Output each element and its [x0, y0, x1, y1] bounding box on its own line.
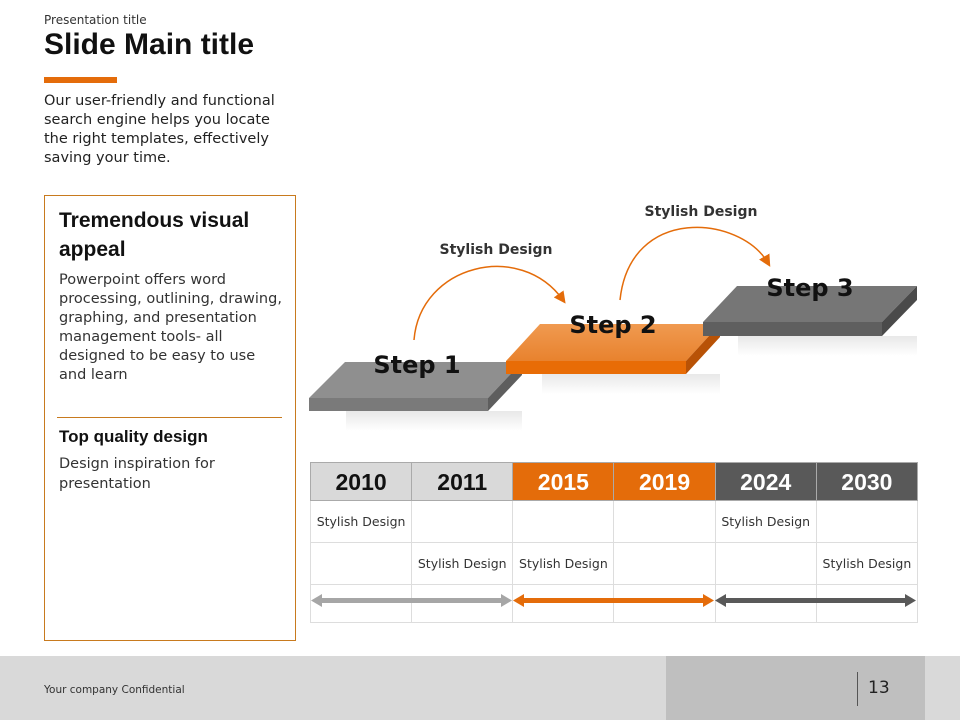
- cell: Stylish Design: [714, 500, 817, 543]
- divider: [57, 417, 282, 418]
- step-1-platform: [309, 362, 522, 431]
- cell: Stylish Design: [512, 542, 615, 585]
- cell: [714, 542, 817, 585]
- cell: [309, 542, 413, 585]
- cell: [613, 542, 716, 585]
- page-number: 13: [868, 678, 890, 698]
- cell: Stylish Design: [411, 542, 514, 585]
- slide-main-title: Slide Main title: [44, 28, 255, 61]
- box-body: Powerpoint offers word processing, outli…: [59, 272, 282, 383]
- arrow-row: [309, 584, 919, 623]
- year-row: 2010 2011 2015 2019 2024 2030: [309, 462, 919, 501]
- year-cell: 2015: [512, 462, 615, 501]
- cell: [613, 500, 716, 543]
- year-cell: 2030: [815, 462, 919, 501]
- confidential-text: Your company Confidential: [44, 684, 185, 696]
- footer-right-panel: [666, 656, 925, 720]
- arc-arrow-1: [413, 265, 566, 341]
- arc-label-2: Stylish Design: [645, 204, 758, 220]
- presentation-title: Presentation title: [44, 13, 147, 27]
- step-3-platform: [703, 286, 917, 356]
- year-cell: 2011: [411, 462, 514, 501]
- info-box: [44, 195, 296, 641]
- table-row: Stylish Design Stylish Design: [309, 500, 919, 543]
- cell: [815, 500, 919, 543]
- accent-bar: [44, 77, 117, 83]
- arc-arrow-2: [619, 226, 771, 301]
- cell: [512, 500, 615, 543]
- step-2-platform: [506, 324, 720, 394]
- year-cell: 2019: [613, 462, 716, 501]
- step-2-label: Step 2: [569, 311, 656, 339]
- table-row: Stylish Design Stylish Design Stylish De…: [309, 542, 919, 585]
- intro-text: Our user-friendly and functional search …: [44, 93, 275, 166]
- step-3-label: Step 3: [766, 274, 853, 302]
- cell: Stylish Design: [815, 542, 919, 585]
- cell: [411, 500, 514, 543]
- year-cell: 2010: [309, 462, 413, 501]
- year-cell: 2024: [714, 462, 817, 501]
- box-title: Tremendous visual appeal: [59, 209, 250, 261]
- arc-label-1: Stylish Design: [440, 242, 553, 258]
- box-body-2: Design inspiration for presentation: [59, 456, 215, 492]
- page-separator: [857, 672, 858, 706]
- cell: Stylish Design: [309, 500, 413, 543]
- box-title-2: Top quality design: [59, 427, 208, 446]
- step-1-label: Step 1: [373, 351, 460, 379]
- timeline-table: 2010 2011 2015 2019 2024 2030 Stylish De…: [309, 462, 919, 623]
